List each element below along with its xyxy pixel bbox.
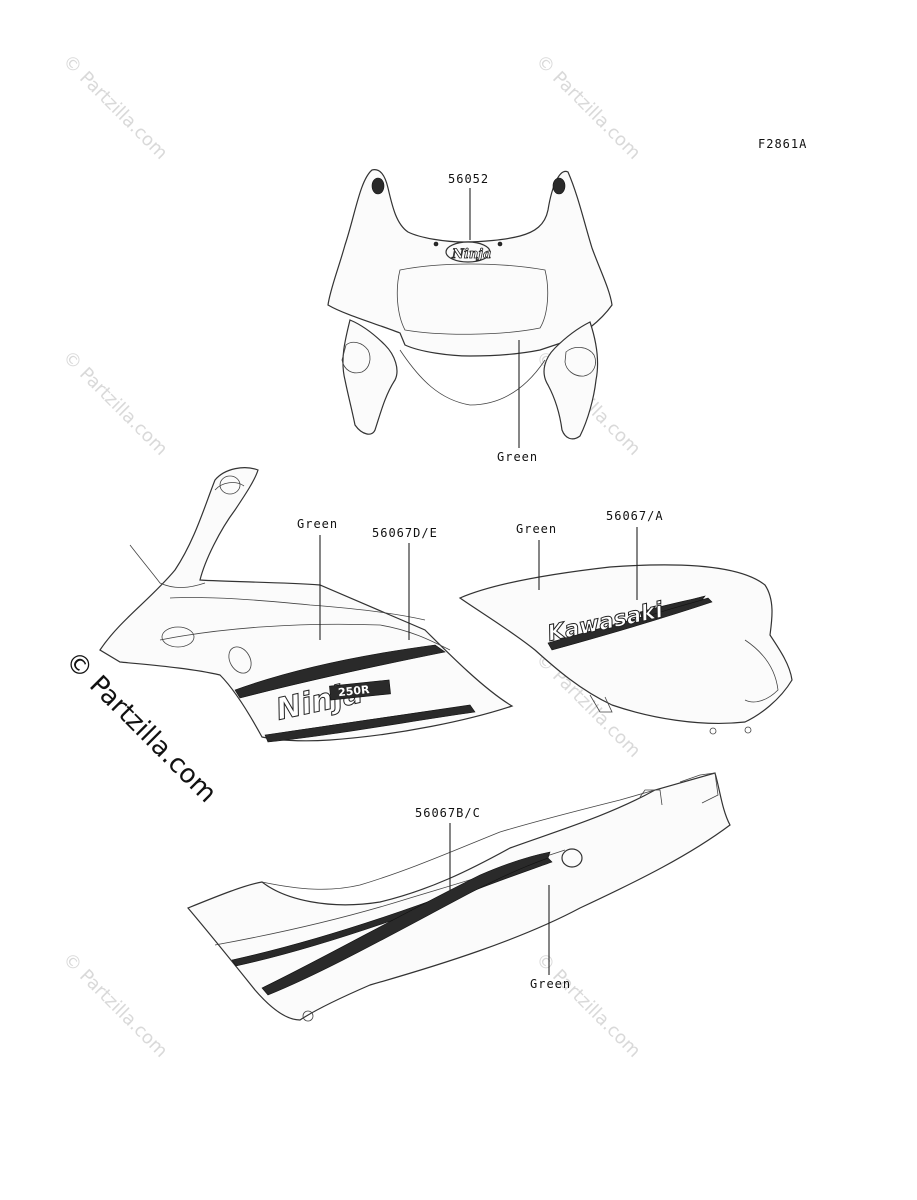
lower-cowl-mount [302,1010,314,1022]
upper-cowl-left-lamp [342,319,398,435]
side-cowl-stripe-lower [264,704,476,743]
callout-cover-green: Green [516,522,557,536]
watermark: © Partzilla.com [58,51,171,164]
mirror-mount-left [371,177,385,195]
watermark: © Partzilla.com [531,51,644,164]
lower-cowl-top-ridge [261,789,656,890]
side-cowl-stripe [234,644,446,699]
fastener [497,241,503,247]
side-cowl-mirror-hole [219,475,241,495]
watermark: © Partzilla.com [58,949,171,1062]
side-model-plate [329,679,391,701]
side-cowl-inner [169,597,426,621]
callout-56067bc: 56067B/C [415,806,481,820]
side-cover-bolt [744,726,752,734]
watermark: © Partzilla.com [531,949,644,1062]
side-cowl-stripe-line [159,623,451,651]
upper-cowl-body [327,169,613,357]
side-cowl-headlight-opening [214,482,245,491]
side-cover-upper-stripe [639,595,706,619]
upper-ninja-emblem [445,241,491,263]
upper-cowl-right-lamp [543,321,599,440]
side-cover-stripe [547,597,713,651]
lower-cowl [187,772,731,1022]
side-cowl-vent-2 [228,646,252,674]
lower-cowl-rear-edge [679,772,719,804]
lower-cowl-stripe-diagonal [261,851,551,996]
side-cover-tab [589,694,613,713]
callout-upper-green: Green [497,450,538,464]
upper-ninja-text: Ninja [451,247,491,262]
side-cover-body [458,564,793,724]
callout-56067de: 56067D/E [372,526,438,540]
upper-cowl-right-vent [564,347,596,377]
side-cover-inner-cut [744,639,779,703]
mirror-mount-right [552,177,566,195]
upper-cowl-left-vent [341,341,371,374]
fastener [433,241,439,247]
upper-cowl-center [399,349,546,406]
side-cover-bolt [709,727,717,735]
side-model-text: 250R [337,683,370,699]
upper-cowl-window [396,263,549,335]
lower-cowl-rear-bracket [639,789,663,806]
side-cowl-vent [161,626,195,648]
side-cowl-top-edge [129,544,206,588]
side-cover: Kawasaki [458,564,793,735]
lower-cowl-hole [561,848,583,868]
upper-cowl: Ninja [327,169,613,440]
callout-56067a: 56067/A [606,509,664,523]
callout-lower-green: Green [530,977,571,991]
callout-side-green: Green [297,517,338,531]
figure-code: F2861A [758,137,807,151]
callout-56052: 56052 [448,172,489,186]
side-cowl: Ninja 250R [99,467,514,743]
watermark: © Partzilla.com [58,347,171,460]
